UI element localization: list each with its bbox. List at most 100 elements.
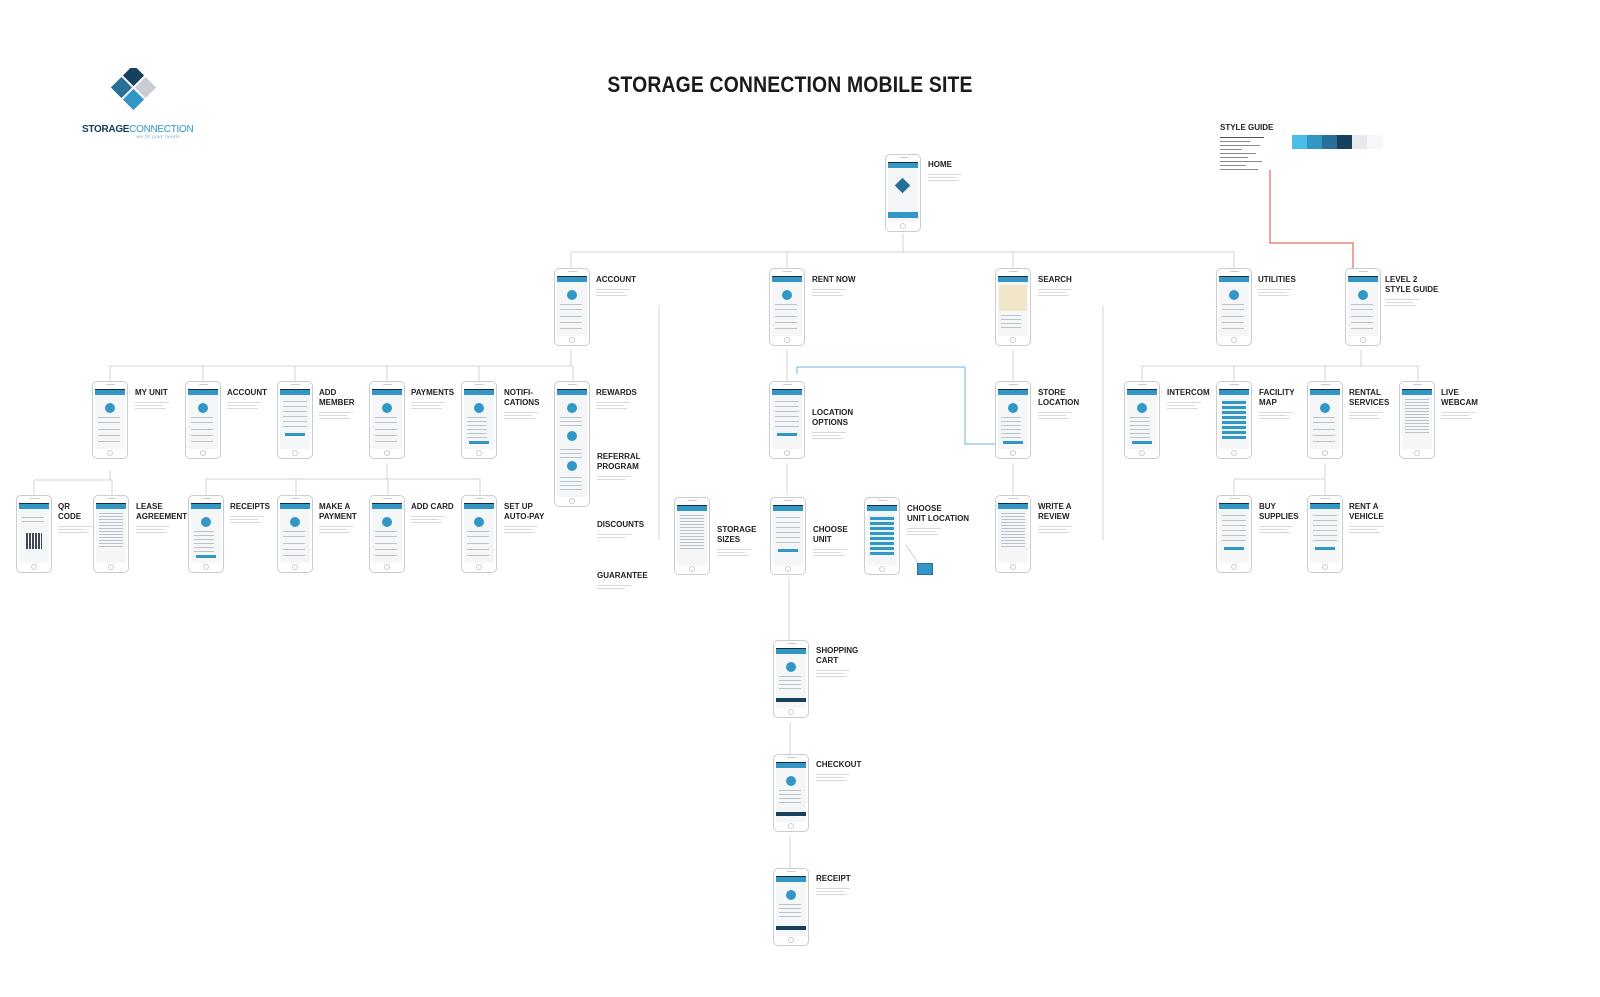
screen-description	[816, 670, 850, 682]
phone-rental-services[interactable]	[1307, 381, 1343, 459]
color-swatch	[1337, 135, 1353, 149]
phone-rent-now[interactable]	[769, 268, 805, 346]
phone-facility-map[interactable]	[1216, 381, 1252, 459]
screen-line	[467, 421, 487, 422]
screen-line	[22, 517, 44, 518]
phone-account[interactable]	[554, 268, 590, 346]
phone-my-unit[interactable]	[92, 381, 128, 459]
screen-line	[1405, 423, 1429, 424]
phone-home-button	[1322, 450, 1328, 456]
phone-qr-code[interactable]	[16, 495, 52, 573]
phone-lease-agreement[interactable]	[93, 495, 129, 573]
screen-description	[411, 402, 445, 414]
phone-level2-style-guide[interactable]	[1345, 268, 1381, 346]
phone-home-button	[1360, 337, 1366, 343]
screen-label-receipt: RECEIPT	[816, 874, 851, 883]
screen-label-referral-program: REFERRAL PROGRAM	[597, 452, 641, 471]
screen-description	[1259, 412, 1293, 424]
phone-home-button	[1231, 564, 1237, 570]
color-swatch	[1322, 135, 1338, 149]
screen-icon	[786, 776, 796, 786]
screen-icon	[1358, 290, 1368, 300]
screen-line	[779, 798, 801, 799]
screen-description	[230, 516, 264, 528]
phone-choose-unit[interactable]	[770, 497, 806, 575]
screen-line	[776, 542, 800, 543]
screen-label-my-unit: MY UNIT	[135, 388, 168, 397]
phone-home[interactable]	[885, 154, 921, 232]
phone-notifications[interactable]	[461, 381, 497, 459]
phone-search[interactable]	[995, 268, 1031, 346]
phone-receipt[interactable]	[773, 868, 809, 946]
screen-line	[680, 515, 704, 516]
screen-line	[99, 513, 123, 514]
phone-storage-sizes[interactable]	[674, 497, 710, 575]
phone-screen	[772, 389, 802, 449]
phone-location-options[interactable]	[769, 381, 805, 459]
app-header-bar	[557, 276, 587, 282]
phone-screen	[772, 276, 802, 336]
phone-speaker	[1009, 271, 1018, 272]
screen-description	[717, 549, 751, 561]
phone-receipts[interactable]	[188, 495, 224, 573]
phone-utilities[interactable]	[1216, 268, 1252, 346]
screen-label-rental-services: RENTAL SERVICES	[1349, 388, 1390, 407]
screen-line	[283, 531, 305, 532]
phone-checkout[interactable]	[773, 754, 809, 832]
phone-shopping-cart[interactable]	[773, 640, 809, 718]
screen-line	[1351, 309, 1373, 310]
screen-line	[194, 547, 214, 548]
screen-line	[194, 535, 214, 536]
phone-set-up-auto-pay[interactable]	[461, 495, 497, 573]
screen-line	[99, 525, 123, 526]
screen-line	[1405, 426, 1429, 427]
screen-line	[560, 481, 582, 482]
phone-payments[interactable]	[369, 381, 405, 459]
screen-line	[98, 441, 120, 442]
phone-live-webcam[interactable]	[1399, 381, 1435, 459]
screen-line	[779, 802, 801, 803]
screen-label-search: SEARCH	[1038, 275, 1072, 284]
phone-account-sub[interactable]	[185, 381, 221, 459]
screen-description	[1038, 412, 1072, 424]
screen-line	[1351, 322, 1373, 323]
phone-speaker	[1359, 271, 1368, 272]
phone-speaker	[787, 871, 796, 872]
phone-intercom[interactable]	[1124, 381, 1160, 459]
screen-line	[775, 411, 799, 412]
phone-screen	[1219, 389, 1249, 449]
phone-rent-a-vehicle[interactable]	[1307, 495, 1343, 573]
screen-button	[778, 549, 798, 552]
screen-line	[98, 435, 120, 436]
phone-home-button	[788, 937, 794, 943]
screen-line	[680, 524, 704, 525]
checkout-bar	[776, 698, 806, 702]
phone-buy-supplies[interactable]	[1216, 495, 1252, 573]
phone-speaker	[568, 271, 577, 272]
screen-line	[1001, 522, 1025, 523]
phone-add-card[interactable]	[369, 495, 405, 573]
unit-location-popup	[917, 563, 933, 575]
phone-rewards[interactable]	[554, 381, 590, 507]
phone-make-a-payment[interactable]	[277, 495, 313, 573]
phone-store-location[interactable]	[995, 381, 1031, 459]
screen-line	[560, 477, 582, 478]
phone-speaker	[30, 498, 39, 499]
phone-write-a-review[interactable]	[995, 495, 1031, 573]
screen-line	[775, 406, 799, 407]
app-header-bar	[19, 503, 49, 509]
phone-screen	[998, 276, 1028, 336]
screen-label-live-webcam: LIVE WEBCAM	[1441, 388, 1478, 407]
screen-label-discounts: DISCOUNTS	[597, 520, 645, 529]
screen-line	[560, 453, 582, 454]
phone-speaker	[475, 498, 484, 499]
screen-line	[1001, 543, 1025, 544]
phone-home-button	[200, 450, 206, 456]
screen-description	[1259, 526, 1293, 538]
screen-description	[816, 774, 850, 786]
phone-add-member[interactable]	[277, 381, 313, 459]
screen-line	[1405, 411, 1429, 412]
screen-line	[1313, 530, 1337, 531]
screen-button	[469, 441, 489, 444]
phone-choose-unit-location[interactable]	[864, 497, 900, 575]
